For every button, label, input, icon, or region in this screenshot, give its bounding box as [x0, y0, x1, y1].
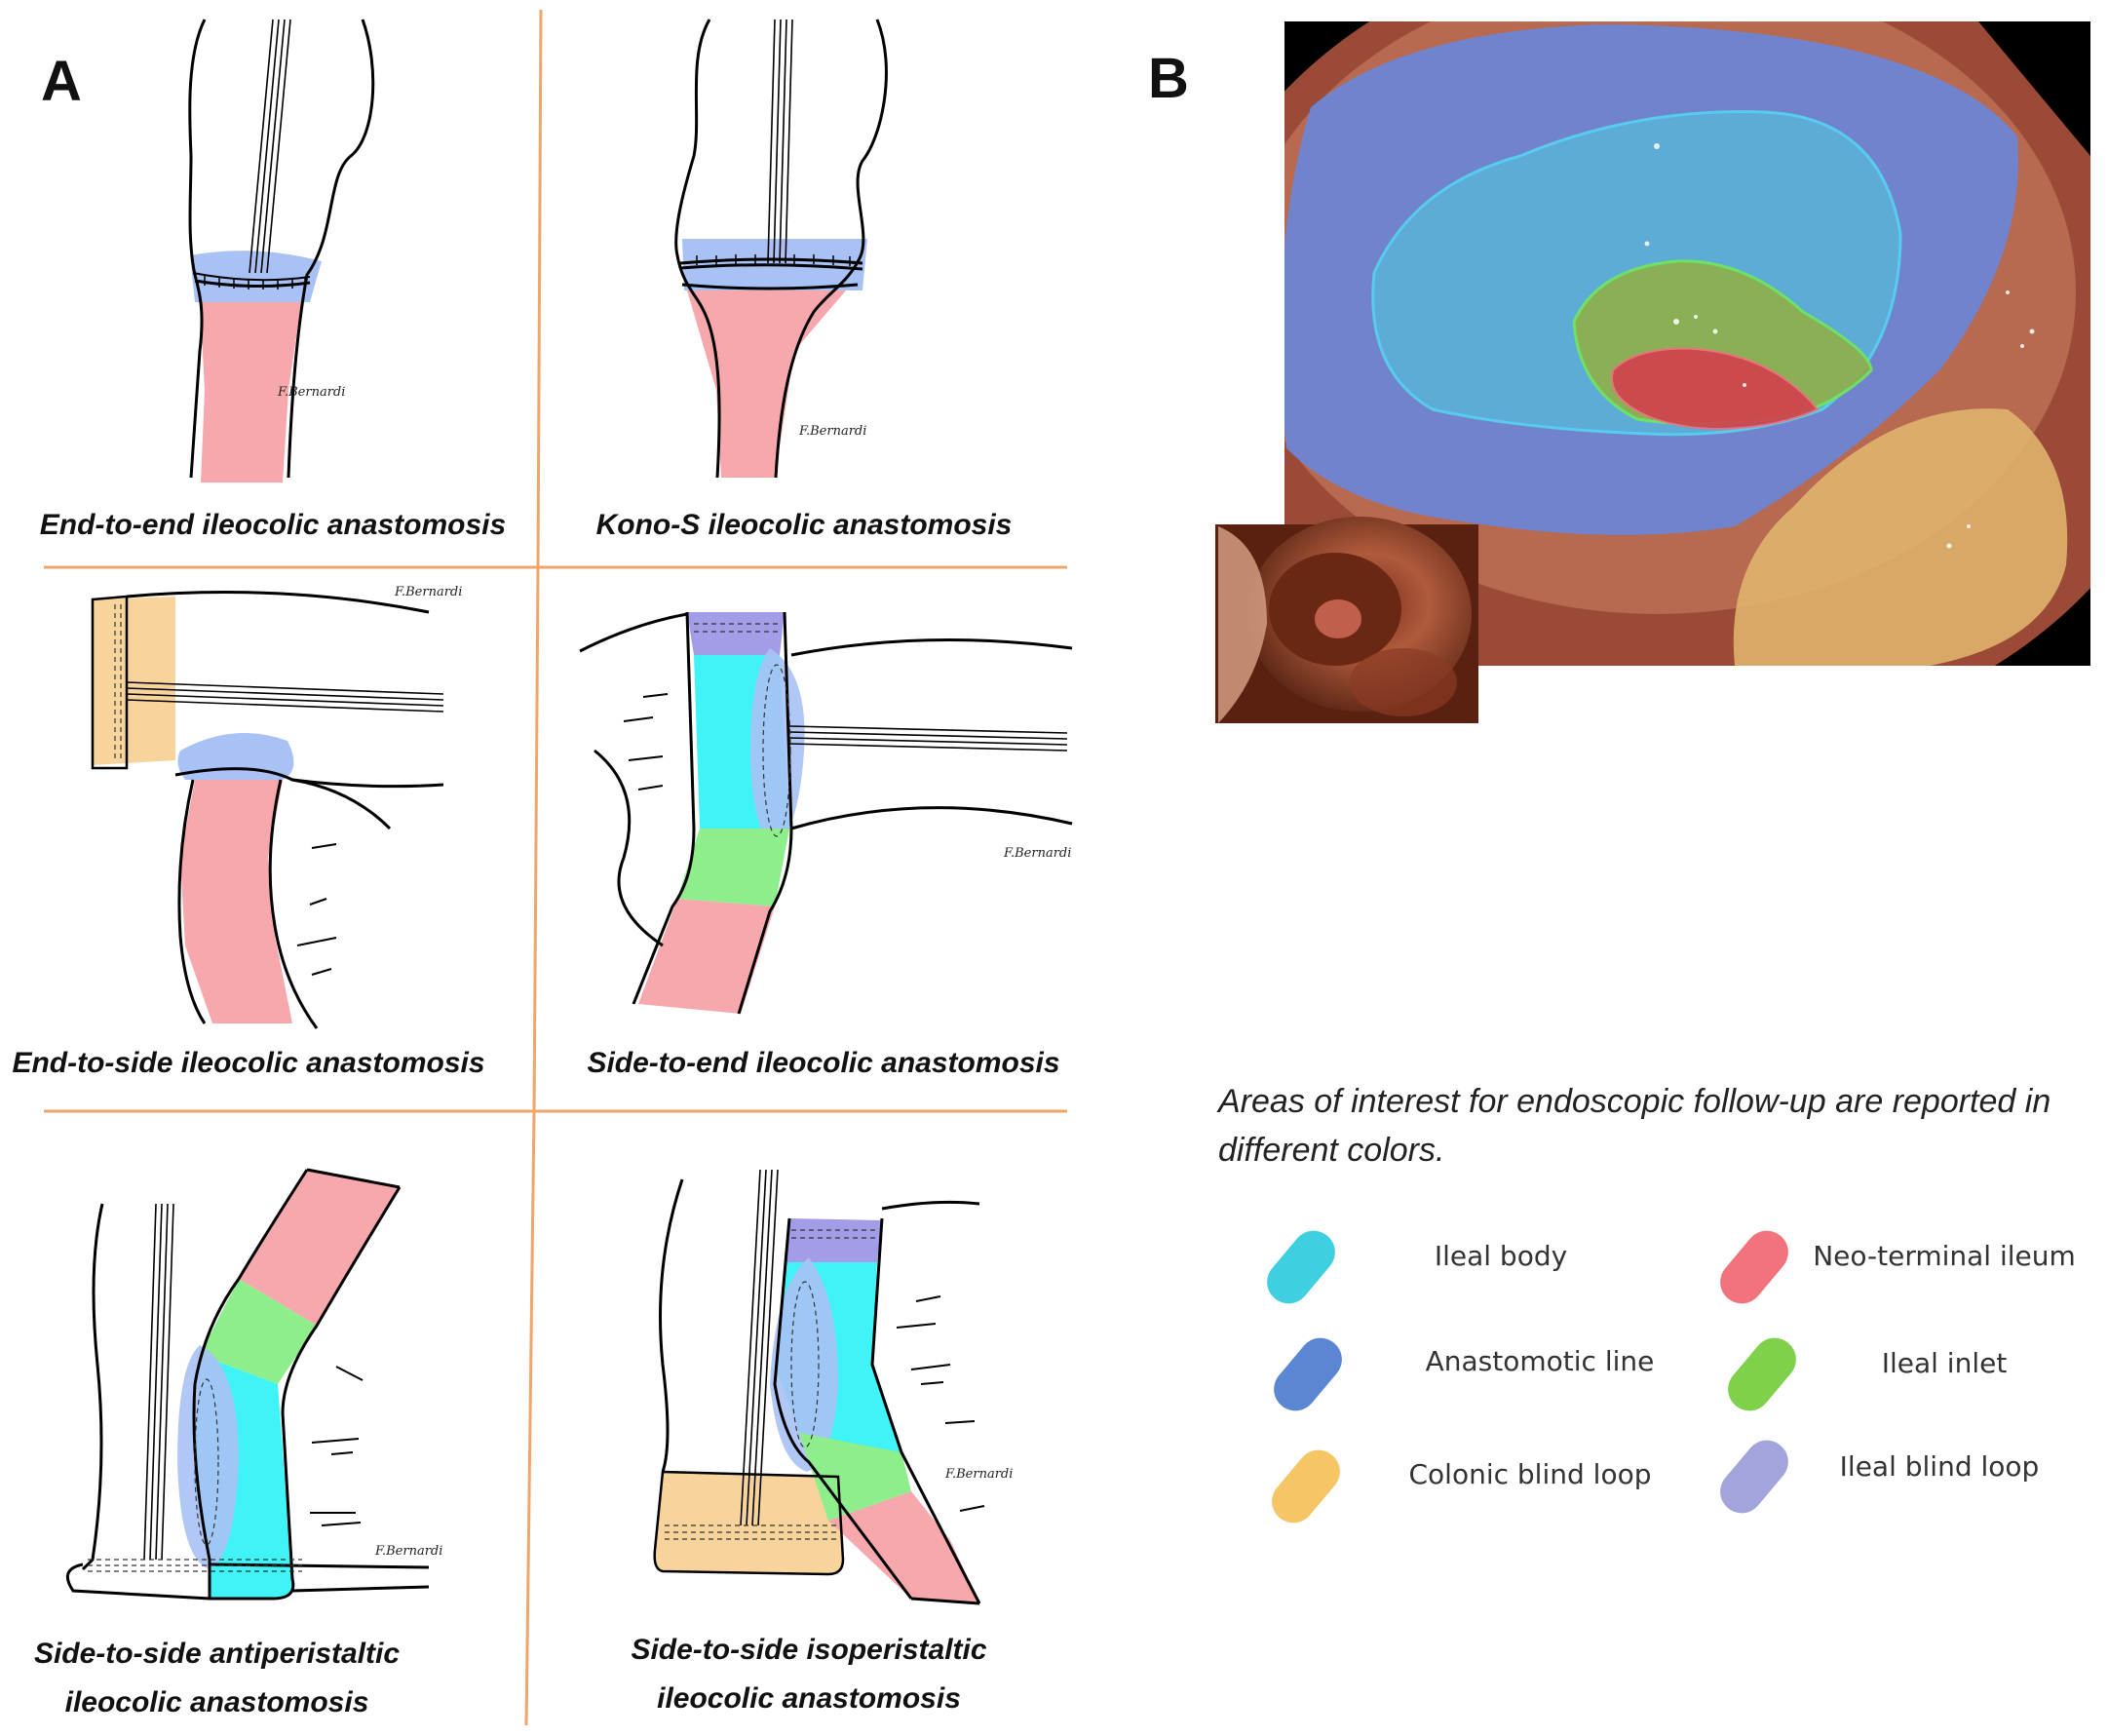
colonic-blind-loop-region	[93, 597, 175, 765]
legend-swatch-ileal-inlet	[1728, 1337, 1796, 1411]
legend-label-ileal-blind-loop: Ileal blind loop	[1839, 1450, 2040, 1483]
legend-label-colonic-blind-loop: Colonic blind loop	[1408, 1458, 1652, 1490]
legend-swatch-neo-terminal-ileum	[1720, 1230, 1788, 1304]
caption-isoperistaltic-line2: ileocolic anastomosis	[657, 1682, 961, 1715]
legend-swatches	[1267, 1230, 1796, 1524]
ileal-inlet-region	[677, 829, 789, 907]
legend-swatch-anastomotic-line	[1274, 1337, 1342, 1411]
panel-letter-a: A	[41, 50, 82, 113]
panel-letter-b: B	[1148, 47, 1189, 110]
caption-isoperistaltic-line1: Side-to-side isoperistaltic	[631, 1634, 987, 1666]
caption-kono-s: Kono-S ileocolic anastomosis	[595, 509, 1013, 541]
diagram-side-to-side-isoperistaltic	[653, 1169, 985, 1605]
panel-b-note-line1: Areas of interest for endoscopic follow-…	[1218, 1083, 2051, 1120]
anastomotic-line-region	[190, 251, 322, 302]
colonic-blind-loop-overlay	[1733, 408, 2068, 666]
neo-terminal-ileum-region	[828, 1491, 979, 1603]
diagram-side-to-end	[579, 611, 1073, 1015]
caption-antiperistaltic-line2: ileocolic anastomosis	[64, 1686, 369, 1718]
legend-label-ileal-inlet: Ileal inlet	[1881, 1347, 2008, 1379]
ileal-blind-loop-region	[785, 1218, 882, 1262]
neo-terminal-ileum-region	[239, 1170, 400, 1326]
legend-label-anastomotic-line: Anastomotic line	[1425, 1345, 1655, 1377]
legend-swatch-ileal-body	[1267, 1230, 1335, 1304]
artist-signature: F.Bernardi	[278, 385, 346, 400]
artist-signature: F.Bernardi	[395, 585, 463, 599]
legend-swatch-colonic-blind-loop	[1272, 1449, 1340, 1524]
diagram-side-to-side-antiperistaltic	[65, 1168, 430, 1601]
neo-terminal-ileum-region	[200, 297, 302, 482]
artist-signature: F.Bernardi	[799, 424, 867, 439]
ileal-blind-loop-region	[687, 612, 785, 655]
colonic-blind-loop-region	[654, 1472, 843, 1574]
caption-end-to-end: End-to-end ileocolic anastomosis	[39, 509, 507, 541]
diagram-end-to-side	[91, 591, 444, 1029]
anastomotic-line-region	[177, 733, 294, 780]
grid-dividers	[44, 9, 1067, 1726]
caption-end-to-side: End-to-side ileocolic anastomosis	[12, 1047, 485, 1079]
panel-b-note-line2: different colors.	[1218, 1132, 1445, 1169]
ileal-inlet-region	[200, 1279, 317, 1384]
artist-signature: F.Bernardi	[1004, 846, 1072, 861]
caption-antiperistaltic-line1: Side-to-side antiperistaltic	[33, 1638, 401, 1670]
legend-swatch-ileal-blind-loop	[1720, 1440, 1788, 1514]
anastomotic-line-region	[770, 1257, 838, 1472]
neo-terminal-ileum-overlay	[1611, 347, 1820, 431]
neo-terminal-ileum-region	[687, 290, 846, 478]
diagram-kono-s	[674, 19, 888, 479]
legend-label-ileal-body: Ileal body	[1434, 1240, 1568, 1272]
neo-terminal-ileum-region	[638, 899, 775, 1014]
caption-side-to-end: Side-to-end ileocolic anastomosis	[587, 1047, 1060, 1079]
neo-terminal-ileum-region	[180, 780, 292, 1023]
diagram-end-to-end	[188, 19, 375, 482]
ileal-inlet-region	[799, 1433, 911, 1521]
anastomotic-line-region	[750, 648, 805, 848]
legend-label-neo-terminal-ileum: Neo-terminal ileum	[1813, 1240, 2076, 1272]
artist-signature: F.Bernardi	[945, 1467, 1014, 1482]
artist-signature: F.Bernardi	[375, 1544, 443, 1559]
endoscopic-inset-image	[1215, 517, 1478, 723]
